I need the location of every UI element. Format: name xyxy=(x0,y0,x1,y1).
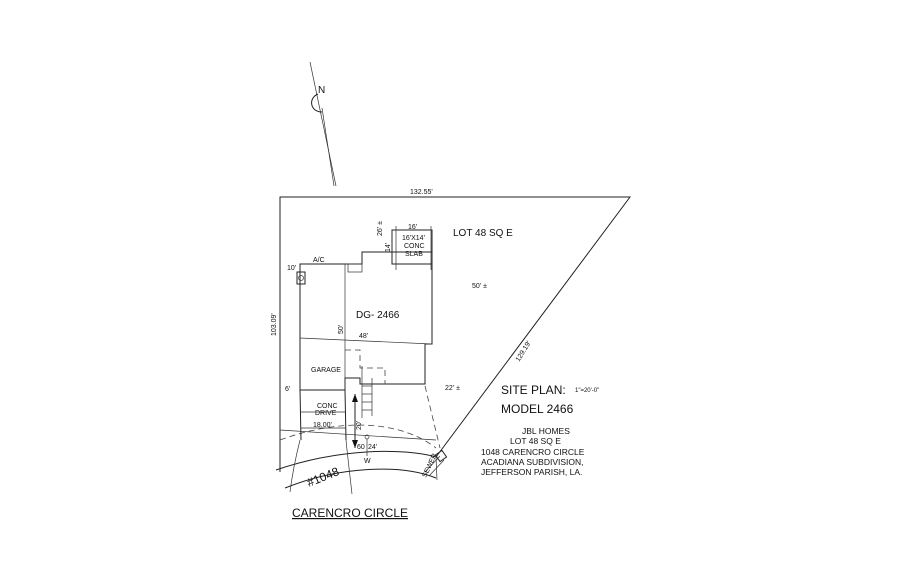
drive-label-1: CONC xyxy=(317,403,338,410)
north-label: N xyxy=(318,85,325,96)
dim-curb-left: 60 xyxy=(357,444,365,451)
dim-drive-width: 18.00' xyxy=(313,422,332,429)
title-line-3: 1048 CARENCRO CIRCLE xyxy=(481,447,585,457)
dim-22: 22' ± xyxy=(445,385,460,392)
address-label: #1048 xyxy=(305,464,341,490)
dim-diagonal: 129.19' xyxy=(515,340,533,363)
dim-slab-depth: 14' xyxy=(385,243,392,252)
dim-side-left: 10' xyxy=(287,265,296,272)
title-scale: 1"=20'-0" xyxy=(575,388,599,394)
lot-label: LOT 48 SQ E xyxy=(453,228,513,239)
title-line-2: LOT 48 SQ E xyxy=(510,436,561,446)
title-line-5: JEFFERSON PARISH, LA. xyxy=(481,467,582,477)
dim-side-right: 50' ± xyxy=(472,283,487,290)
slab-label-1: 16'X14' xyxy=(402,235,425,242)
street-front-line xyxy=(284,468,437,489)
dim-house-width: 48' xyxy=(359,333,368,340)
title-model: MODEL 2466 xyxy=(501,402,574,416)
dim-left: 103.09' xyxy=(271,313,278,336)
dim-top: 132.55' xyxy=(410,189,433,196)
dim-house-depth: 50' xyxy=(338,325,345,334)
water-label: W xyxy=(364,458,371,465)
ac-label: A/C xyxy=(313,257,325,264)
dim-curb-right: 24' xyxy=(368,444,377,451)
dim-front-setback: 20' xyxy=(356,421,363,430)
dim-slab-width: 16' xyxy=(408,224,417,231)
north-arrow: N xyxy=(309,61,337,187)
street-dashed-line xyxy=(279,424,437,449)
street-curb-line xyxy=(275,450,437,471)
title-block: SITE PLAN: 1"=20'-0" MODEL 2466 JBL HOME… xyxy=(481,383,599,477)
ac-unit-icon xyxy=(296,271,306,285)
garage-label: GARAGE xyxy=(311,367,341,374)
drive-label-2: DRIVE xyxy=(315,410,337,417)
slab-label-3: SLAB xyxy=(405,251,423,258)
title-heading: SITE PLAN: xyxy=(501,383,566,397)
concrete-drive xyxy=(289,389,353,495)
dim-rear-setback: 26' ± xyxy=(377,221,384,236)
street-name: CARENCRO CIRCLE xyxy=(292,506,408,520)
title-line-1: JBL HOMES xyxy=(522,426,570,436)
title-line-4: ACADIANA SUBDIVISION, xyxy=(481,457,584,467)
house-label: DG- 2466 xyxy=(356,310,400,321)
lot-boundary xyxy=(279,196,631,472)
dim-garage-side: 6' xyxy=(285,386,290,393)
slab-label-2: CONC xyxy=(404,243,425,250)
